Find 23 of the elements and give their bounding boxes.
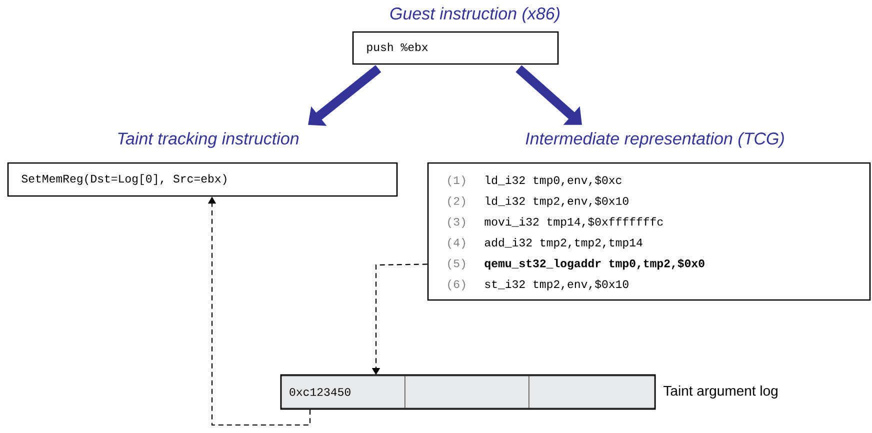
code-line: movi_i32 tmp14,$0xfffffffc [484, 217, 663, 228]
code-line: qemu_st32_logaddr tmp0,tmp2,$0x0 [484, 258, 704, 270]
arrow [516, 65, 582, 125]
heading: Taint tracking instruction [118, 132, 299, 148]
line-number: (4) [448, 238, 465, 249]
code-line: push %ebx [367, 42, 428, 54]
code-line: ld_i32 tmp2,env,$0x10 [486, 196, 628, 208]
arrow [308, 65, 382, 126]
heading: Guest instruction (x86) [390, 7, 560, 23]
line-number: (1) [448, 176, 465, 186]
log-cell: 0xc123450 [280, 376, 406, 408]
code-line: st_i32 tmp2,env,$0x10 [485, 280, 628, 290]
code-line: add_i32 tmp2,tmp2,tmp14 [484, 238, 642, 249]
log-cell [404, 376, 530, 408]
log-label: Taint argument log [664, 385, 778, 398]
line-number: (2) [448, 196, 465, 208]
line-number: (6) [448, 280, 465, 290]
code-line: ld_i32 tmp0,env,$0xc [486, 176, 622, 186]
heading: Intermediate representation (TCG) [526, 132, 784, 148]
line-number: (5) [448, 258, 465, 270]
log-cell [528, 376, 656, 408]
line-number: (3) [448, 217, 465, 228]
code-line: SetMemReg(Dst=Log[0], Src=ebx) [22, 174, 226, 185]
